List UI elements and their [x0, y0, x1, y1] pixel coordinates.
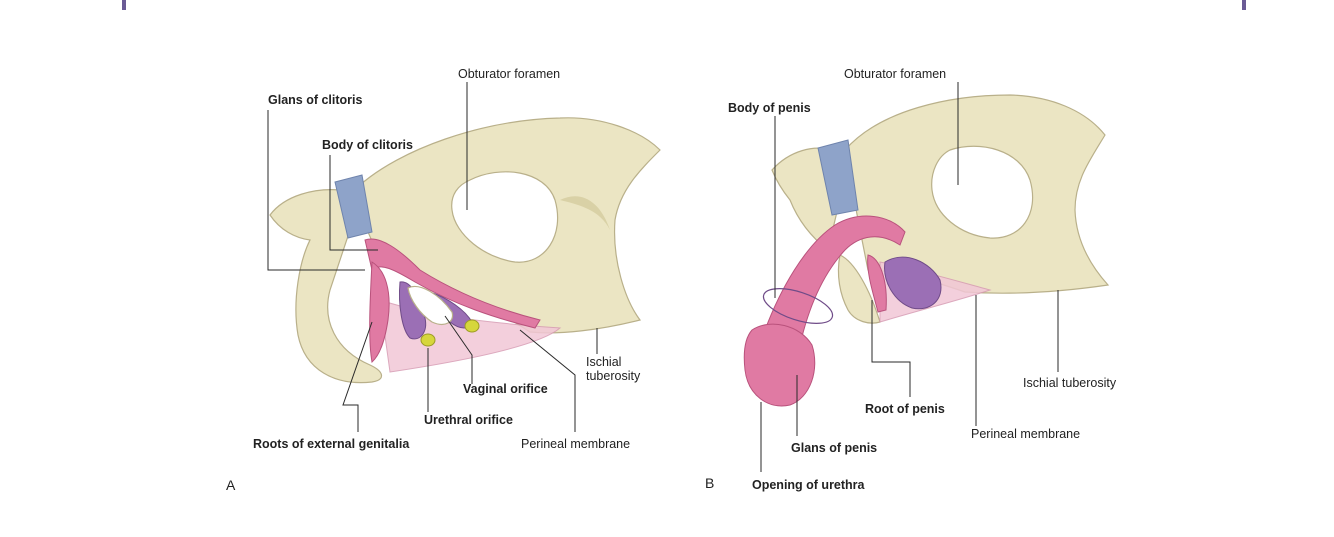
leader-b-root — [871, 300, 911, 397]
label-b-ischial-tuberosity: Ischial tuberosity — [1023, 376, 1117, 390]
label-a-roots-of-external-genitalia: Roots of external genitalia — [253, 437, 410, 451]
label-a-body-of-clitoris: Body of clitoris — [322, 138, 413, 152]
label-a-urethral-orifice: Urethral orifice — [424, 413, 513, 427]
leader-a-vaginal — [444, 315, 473, 384]
panel-a-body-of-clitoris — [364, 238, 541, 329]
panel-b-glans-of-penis — [743, 323, 816, 407]
label-a-obturator-foramen: Obturator foramen — [458, 67, 560, 81]
panel-b-obturator-foramen-hole — [931, 145, 1034, 239]
panel-b-body-of-penis — [764, 215, 906, 346]
panel-a-vestibular-gland-2 — [464, 319, 480, 333]
leader-a-body-clitoris — [329, 155, 378, 251]
panel-a-leader-lines — [267, 82, 598, 432]
label-b-obturator-foramen: Obturator foramen — [844, 67, 946, 81]
label-b-opening-of-urethra: Opening of urethra — [752, 478, 866, 492]
panel-a-letter: A — [226, 477, 236, 493]
label-a-ischial-line1: Ischial — [586, 355, 621, 369]
panel-b-leader-lines — [760, 82, 1059, 472]
panel-a-crus-of-clitoris — [369, 261, 390, 363]
panel-a-vestibular-gland-1 — [420, 333, 436, 347]
leader-a-roots — [342, 321, 373, 432]
panel-b-pubic-symphysis — [817, 139, 859, 216]
label-a-perineal-membrane: Perineal membrane — [521, 437, 630, 451]
label-b-glans-of-penis: Glans of penis — [791, 441, 877, 455]
panel-b-body-cross-section — [762, 288, 834, 324]
label-a-vaginal-orifice: Vaginal orifice — [463, 382, 548, 396]
label-a-ischial-line2: tuberosity — [586, 369, 641, 383]
panel-b-bulb-of-penis — [884, 256, 942, 310]
panel-b-crus-of-penis — [867, 254, 887, 313]
label-b-root-of-penis: Root of penis — [865, 402, 945, 416]
leader-a-glans-clitoris — [267, 110, 365, 271]
panel-a-vaginal-opening — [407, 286, 454, 325]
panel-b-ischial-ramus — [837, 254, 881, 324]
leader-a-perineal — [519, 329, 576, 432]
panel-a-pubic-symphysis — [334, 174, 373, 239]
panel-b-illustration — [743, 94, 1110, 407]
panel-a-illustration — [269, 117, 661, 384]
frame-tick-right — [1242, 0, 1246, 10]
label-a-glans-of-clitoris: Glans of clitoris — [268, 93, 363, 107]
frame-tick-left — [122, 0, 126, 10]
panel-a-bone-shade — [560, 196, 610, 230]
label-b-body-of-penis: Body of penis — [728, 101, 811, 115]
panel-a-obturator-foramen-hole — [451, 171, 559, 263]
panel-b-letter: B — [705, 475, 714, 491]
label-b-perineal-membrane: Perineal membrane — [971, 427, 1080, 441]
